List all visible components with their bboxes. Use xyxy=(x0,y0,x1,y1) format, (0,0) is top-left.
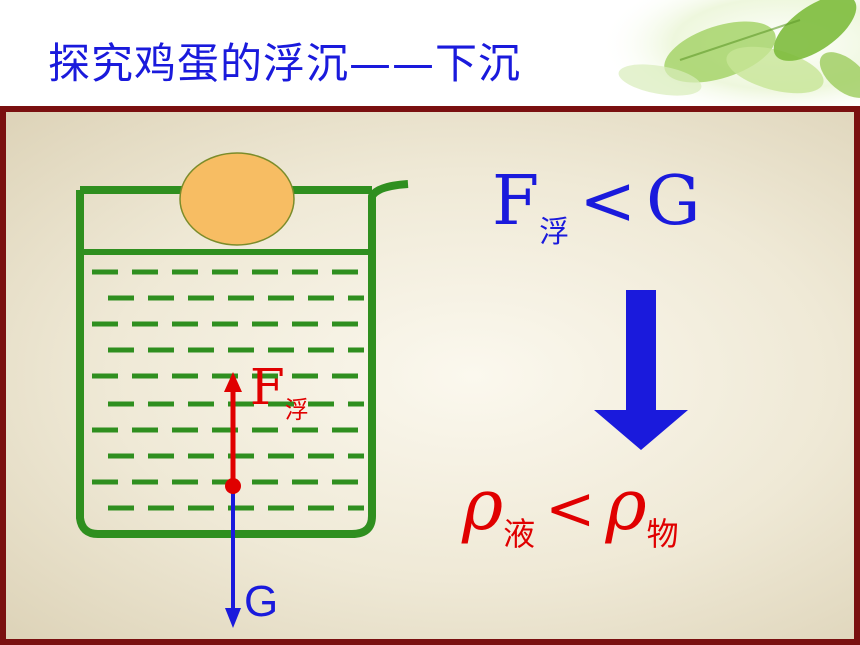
buoyancy-force-arrow xyxy=(224,372,242,486)
buoyancy-label: F浮 xyxy=(250,358,309,424)
liquid-hatching xyxy=(92,269,364,511)
egg-icon xyxy=(179,152,295,246)
leaves-decoration-icon xyxy=(600,0,860,110)
down-arrow-icon xyxy=(594,290,688,450)
density-comparison-formula: ρ液<ρ物 xyxy=(462,464,679,553)
force-comparison-formula: F浮<G xyxy=(492,162,701,250)
gravity-label: G xyxy=(244,577,279,626)
slide-title: 探究鸡蛋的浮沉——下沉 xyxy=(48,39,522,88)
force-origin-dot xyxy=(225,478,241,494)
gravity-force-arrow xyxy=(225,486,241,628)
